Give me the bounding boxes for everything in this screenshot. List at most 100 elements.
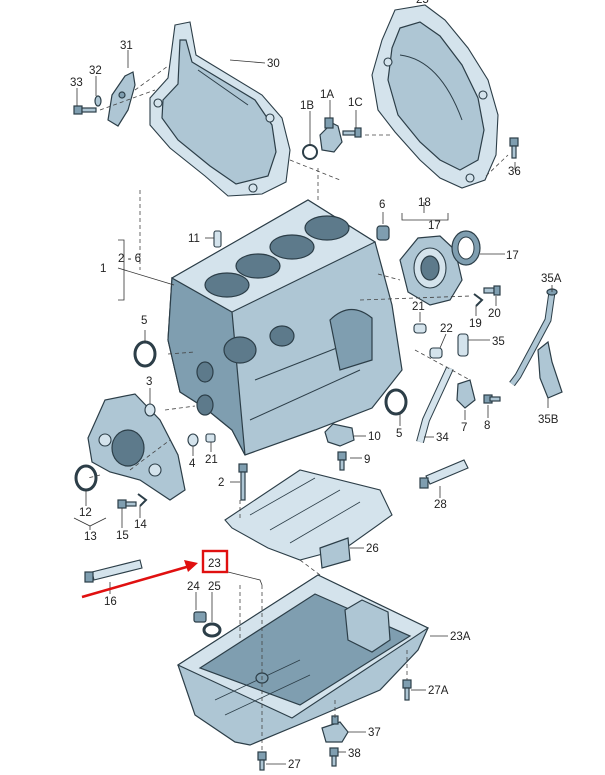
label-27: 27	[288, 759, 301, 771]
label-18: 18	[418, 197, 431, 209]
bolt-38[interactable]	[329, 747, 339, 767]
pin-21[interactable]	[413, 323, 427, 334]
label-38: 38	[348, 748, 361, 760]
seal-3[interactable]	[144, 403, 156, 417]
bolt-33[interactable]	[73, 105, 97, 115]
highlight-box-23	[201, 549, 229, 574]
bolt-20[interactable]	[483, 285, 501, 296]
label-5b: 5	[396, 428, 402, 440]
label-5a: 5	[141, 315, 147, 327]
drain-plug-24[interactable]	[193, 611, 207, 623]
label-8: 8	[484, 420, 490, 432]
label-7: 7	[461, 422, 467, 434]
baffle-plate-26[interactable]	[224, 469, 393, 569]
label-35B: 35B	[538, 414, 559, 426]
plug-6[interactable]	[376, 225, 390, 241]
label-11: 11	[188, 233, 200, 245]
label-14: 14	[134, 519, 147, 531]
label-35A: 35A	[541, 273, 562, 285]
label-15: 15	[116, 530, 129, 542]
label-23: 23	[208, 558, 221, 570]
label-19: 19	[469, 318, 482, 330]
clip-14[interactable]	[137, 493, 148, 507]
label-31: 31	[120, 40, 133, 52]
part-labels: 25 31 33 32 30 1A 1B 1C 36 6 18 17 17 11…	[70, 0, 562, 771]
seal-1B[interactable]	[302, 144, 318, 160]
label-1A: 1A	[320, 89, 334, 101]
label-28: 28	[434, 499, 447, 511]
label-13: 13	[84, 531, 97, 543]
label-36: 36	[508, 166, 521, 178]
bolt-9[interactable]	[337, 451, 347, 471]
label-32: 32	[89, 65, 102, 77]
plug-22[interactable]	[429, 347, 443, 359]
bolt-36[interactable]	[509, 137, 519, 159]
label-17b: 17	[506, 250, 519, 262]
assembly-lines	[87, 65, 509, 750]
label-25: 25	[208, 581, 221, 593]
oil-pan-23A[interactable]	[176, 574, 430, 746]
clip-19[interactable]	[473, 293, 484, 307]
label-34: 34	[436, 432, 449, 444]
sealant-tube-28[interactable]	[419, 459, 469, 489]
label-24: 24	[187, 581, 200, 593]
bolt-1C[interactable]	[342, 127, 362, 138]
dowel-pin-11[interactable]	[213, 230, 222, 248]
label-1B: 1B	[300, 100, 314, 112]
seal-25[interactable]	[202, 622, 222, 638]
label-1C: 1C	[348, 97, 363, 109]
label-23A: 23A	[450, 631, 471, 643]
sealant-tube-16[interactable]	[84, 559, 143, 583]
label-30: 30	[267, 58, 280, 70]
sensor-37[interactable]	[321, 715, 349, 743]
washer-32[interactable]	[94, 95, 102, 107]
leader-lines	[73, 50, 553, 765]
label-35: 35	[492, 336, 505, 348]
label-27A: 27A	[428, 685, 449, 697]
label-20: 20	[488, 308, 501, 320]
gasket-plate-30[interactable]	[149, 21, 291, 197]
label-37: 37	[368, 727, 381, 739]
label-12: 12	[79, 507, 92, 519]
label-2-6: 2 - 6	[118, 253, 141, 265]
highlight-marker	[81, 549, 229, 599]
oil-pipe-34[interactable]	[416, 366, 454, 444]
sensor-7[interactable]	[456, 379, 476, 409]
seal-4[interactable]	[187, 433, 199, 447]
label-16: 16	[104, 596, 117, 608]
label-2: 2	[218, 477, 224, 489]
label-6: 6	[379, 199, 385, 211]
label-4: 4	[189, 458, 196, 470]
label-25-top: 25	[416, 0, 429, 6]
seal-5-right[interactable]	[384, 388, 408, 416]
bolt-2[interactable]	[238, 463, 248, 501]
label-26: 26	[366, 543, 379, 555]
rear-plate-25[interactable]	[371, 4, 499, 189]
pin-21-lower[interactable]	[205, 433, 216, 443]
oil-seal-17[interactable]	[451, 230, 481, 266]
label-9: 9	[364, 454, 370, 466]
label-3: 3	[146, 376, 152, 388]
seal-12[interactable]	[74, 464, 98, 492]
label-21a: 21	[412, 301, 425, 313]
engine-block-1[interactable]	[167, 199, 403, 456]
label-17a: 17	[428, 220, 441, 232]
label-21b: 21	[205, 454, 218, 466]
bracket-10[interactable]	[324, 423, 355, 447]
dipstick-guide-35B[interactable]	[537, 340, 563, 399]
front-cover-13[interactable]	[87, 393, 186, 501]
seal-flange-18[interactable]	[399, 235, 463, 306]
label-1: 1	[100, 263, 106, 275]
bolt-15[interactable]	[117, 499, 137, 509]
cover-31[interactable]	[107, 71, 136, 127]
label-22: 22	[440, 323, 453, 335]
oil-jet-35[interactable]	[457, 333, 469, 357]
bolt-8[interactable]	[483, 394, 501, 404]
bolt-27A[interactable]	[402, 679, 412, 701]
seal-5-left[interactable]	[133, 340, 157, 368]
label-33: 33	[70, 77, 83, 89]
highlight-arrow	[81, 564, 191, 599]
sensor-1A[interactable]	[319, 117, 343, 153]
bolt-27[interactable]	[257, 751, 267, 771]
